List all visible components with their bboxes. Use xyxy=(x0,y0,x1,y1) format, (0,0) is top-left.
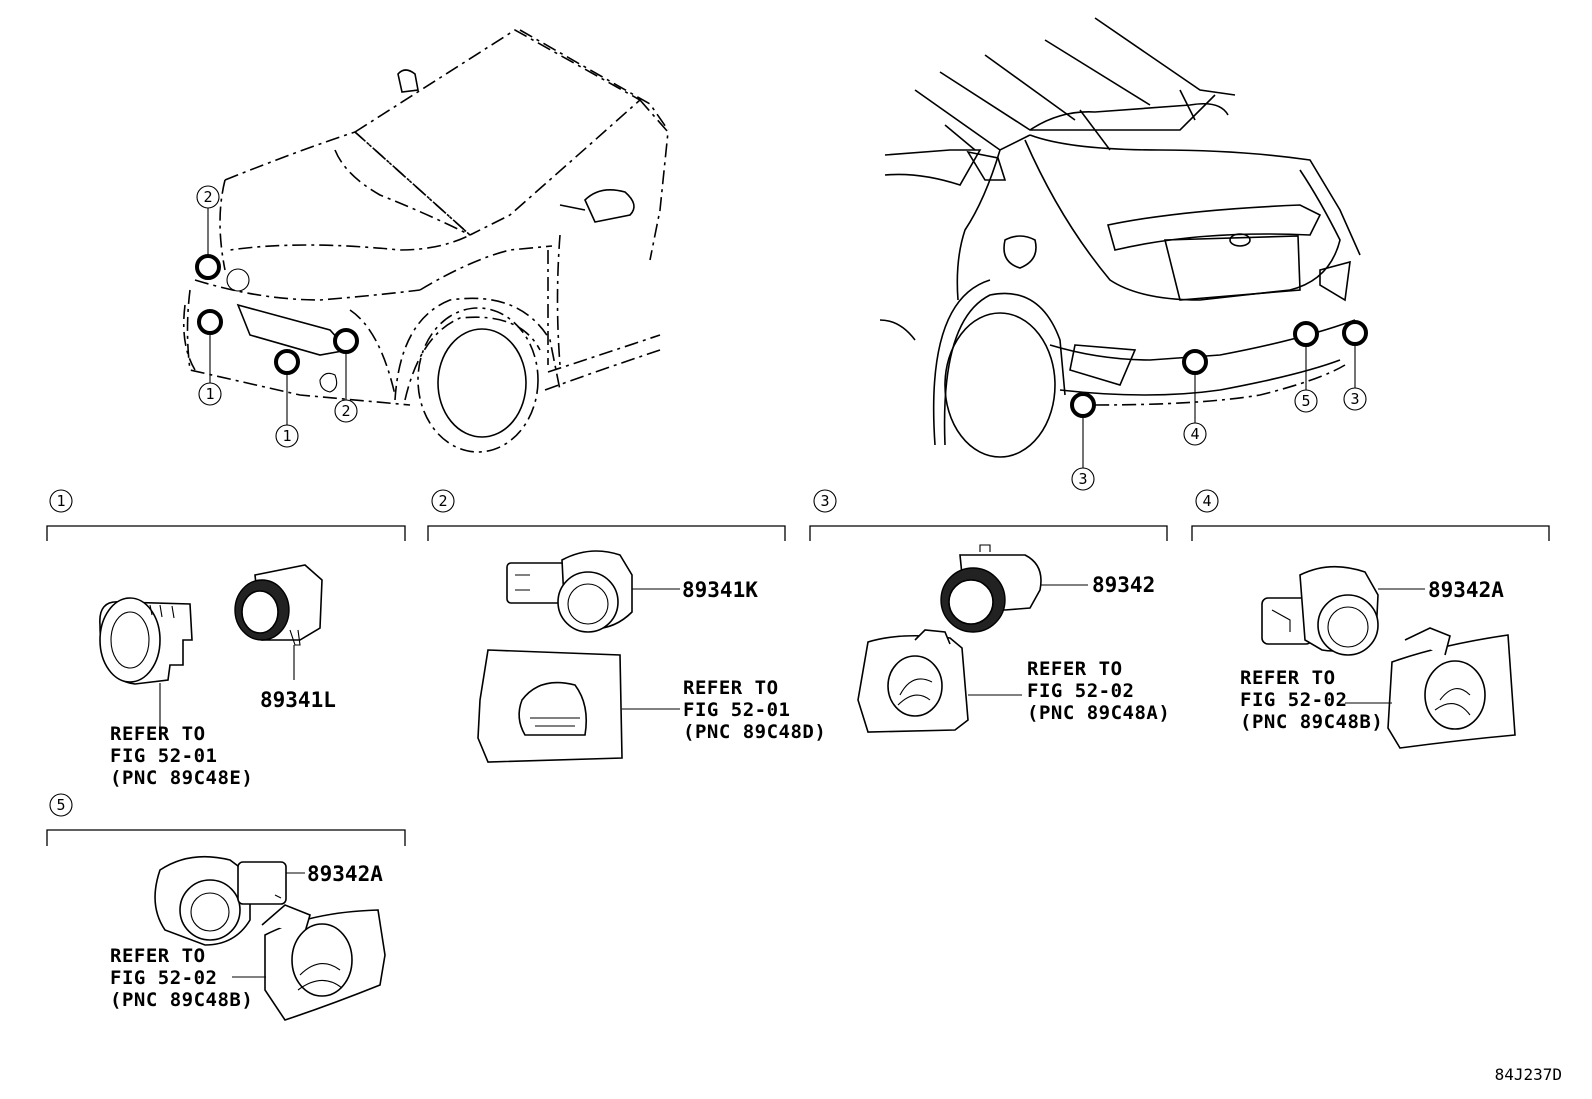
section-5: 5 89342A REFER TO FIG 52-02 (PNC 89C48B) xyxy=(46,793,406,1021)
callout-3-rear-right: 3 xyxy=(1343,387,1367,411)
refer-line-2: FIG 52-02 xyxy=(1027,680,1134,702)
callout-5-rear: 5 xyxy=(1294,389,1318,413)
part-number-89341K: 89341K xyxy=(682,578,758,602)
refer-line-1: REFER TO xyxy=(683,677,779,699)
refer-line-1: REFER TO xyxy=(110,723,206,745)
svg-text:3: 3 xyxy=(1350,390,1359,408)
parking-sensor-2 xyxy=(506,550,633,633)
sensor-holder-5 xyxy=(261,904,386,1021)
parking-sensor-3 xyxy=(940,544,1042,633)
section-1: 1 89341L REFER TO FIG 52-01 (PNC 89C48E) xyxy=(46,489,406,789)
sensor-marker-3-right xyxy=(1342,320,1368,346)
sensor-marker-2-upper xyxy=(195,254,221,280)
refer-line-3: (PNC 89C48B) xyxy=(110,989,253,1011)
refer-line-3: (PNC 89C48E) xyxy=(110,767,253,789)
svg-text:2: 2 xyxy=(203,188,212,206)
svg-text:5: 5 xyxy=(1301,392,1310,410)
svg-text:2: 2 xyxy=(341,402,350,420)
callout-2-front-upper: 2 xyxy=(196,185,220,209)
sensor-marker-1-center xyxy=(274,349,300,375)
sensor-marker-2-right xyxy=(333,328,359,354)
diagram-code: 84J237D xyxy=(1495,1065,1562,1084)
sensor-marker-3-left xyxy=(1070,392,1096,418)
callout-2-front-right: 2 xyxy=(334,399,358,423)
section-4-number: 4 xyxy=(1195,489,1219,513)
section-2: 2 89341K REFER TO FIG 52-01 (PNC 89C48D) xyxy=(427,489,826,763)
section-3-number: 3 xyxy=(813,489,837,513)
section-2-number: 2 xyxy=(431,489,455,513)
section-3: 3 89342 REFER TO FIG 52-02 (PNC 89C48A) xyxy=(809,489,1170,733)
refer-line-1: REFER TO xyxy=(1027,658,1123,680)
refer-line-3: (PNC 89C48A) xyxy=(1027,702,1170,724)
sensor-holder-3 xyxy=(857,629,969,733)
refer-line-1: REFER TO xyxy=(110,945,206,967)
part-number-89342: 89342 xyxy=(1092,573,1155,597)
part-number-89342A: 89342A xyxy=(307,862,383,886)
parking-sensor-1 xyxy=(234,564,323,646)
front-vehicle-view: 2 1 1 2 xyxy=(182,29,669,453)
section-5-number: 5 xyxy=(49,793,73,817)
svg-text:3: 3 xyxy=(1078,470,1087,488)
refer-line-1: REFER TO xyxy=(1240,667,1336,689)
svg-text:1: 1 xyxy=(56,492,65,510)
sensor-marker-5 xyxy=(1293,321,1319,347)
svg-text:2: 2 xyxy=(438,492,447,510)
refer-line-2: FIG 52-01 xyxy=(683,699,790,721)
callout-4-rear: 4 xyxy=(1183,422,1207,446)
refer-line-2: FIG 52-02 xyxy=(110,967,217,989)
refer-line-2: FIG 52-01 xyxy=(110,745,217,767)
svg-text:4: 4 xyxy=(1190,425,1199,443)
svg-text:5: 5 xyxy=(56,796,65,814)
refer-line-3: (PNC 89C48B) xyxy=(1240,711,1383,733)
section-1-number: 1 xyxy=(49,489,73,513)
parking-sensor-5 xyxy=(154,855,287,946)
parking-sensor-4 xyxy=(1261,565,1379,656)
rear-vehicle-view: 3 4 5 3 xyxy=(879,17,1368,491)
svg-text:1: 1 xyxy=(282,427,291,445)
refer-line-2: FIG 52-02 xyxy=(1240,689,1347,711)
callout-1-front-left: 1 xyxy=(198,382,222,406)
sensor-holder-4 xyxy=(1387,627,1516,749)
sensor-holder-2 xyxy=(477,649,623,763)
sensor-retainer-1 xyxy=(99,597,193,685)
callout-3-rear-left: 3 xyxy=(1071,467,1095,491)
part-number-89341L: 89341L xyxy=(260,688,336,712)
svg-text:3: 3 xyxy=(820,492,829,510)
sensor-marker-1-left xyxy=(197,309,223,335)
sensor-marker-4 xyxy=(1182,349,1208,375)
section-4: 4 89342A REFER TO FIG 52-02 (PNC 89C48B) xyxy=(1191,489,1550,749)
refer-line-3: (PNC 89C48D) xyxy=(683,721,826,743)
svg-text:4: 4 xyxy=(1202,492,1211,510)
callout-1-front-center: 1 xyxy=(275,424,299,448)
part-number-89342A: 89342A xyxy=(1428,578,1504,602)
svg-text:1: 1 xyxy=(205,385,214,403)
